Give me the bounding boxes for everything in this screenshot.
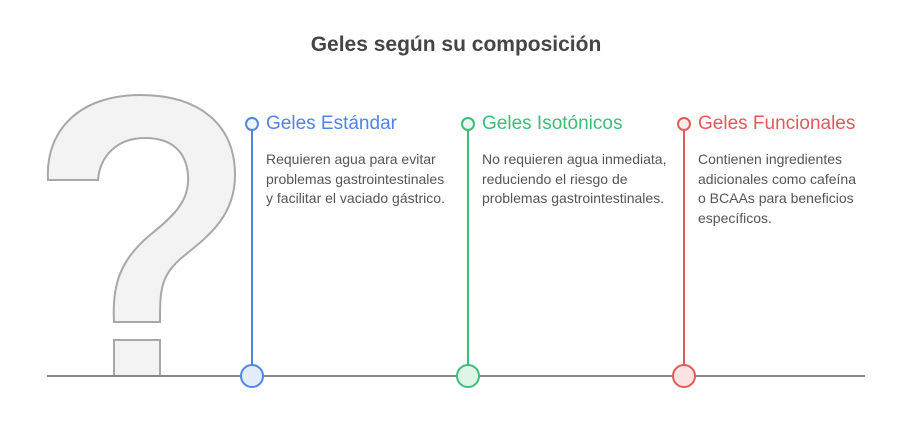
item-heading-isotonicos: Geles Isotónicos (482, 113, 623, 134)
marker-2 (456, 117, 480, 388)
marker-1 (240, 117, 264, 388)
item-description-funcionales: Contienen ingredientes adicionales como … (698, 151, 856, 226)
item-heading-estandar: Geles Estándar (266, 113, 397, 134)
question-mark-dot (113, 339, 161, 377)
marker-3 (672, 117, 696, 388)
question-mark-icon (46, 93, 237, 323)
page-title: Geles según su composición (310, 33, 602, 56)
item-heading-funcionales: Geles Funcionales (698, 113, 856, 134)
item-description-estandar: Requieren agua para evitar problemas gas… (266, 151, 445, 206)
item-description-isotonicos: No requieren agua inmediata, reduciendo … (482, 151, 667, 206)
